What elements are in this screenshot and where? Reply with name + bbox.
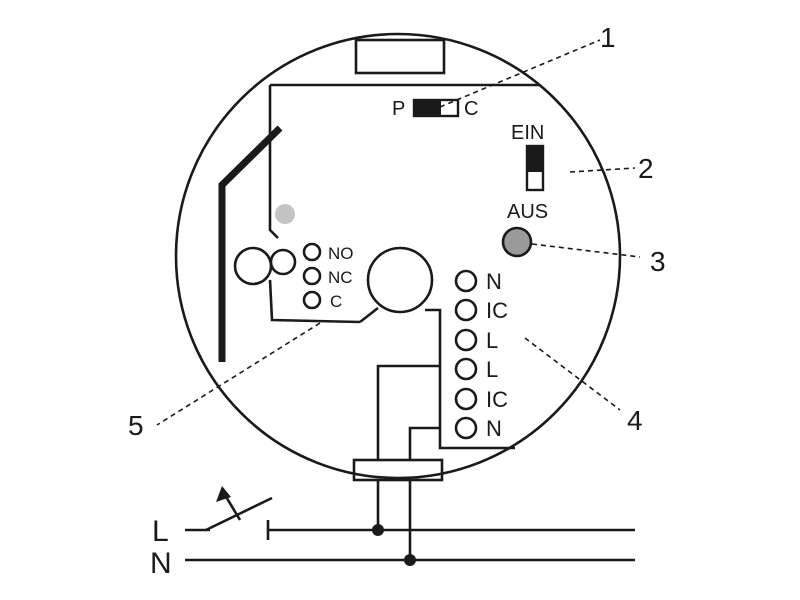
- relay-lead: [359, 306, 379, 324]
- housing-tab: [354, 38, 446, 75]
- coil-circle-right: [269, 248, 297, 276]
- status-led: [501, 226, 533, 258]
- wire-line-to-terminal: [376, 364, 440, 460]
- callout-3-leader: [531, 243, 641, 258]
- callout-2-leader: [569, 167, 636, 173]
- cable-entry: [352, 458, 444, 482]
- terminal-4-label: L: [486, 357, 498, 382]
- ein-label: EIN: [511, 122, 544, 144]
- terminal-1-label: N: [486, 269, 502, 294]
- wire-neutral-to-terminal: [408, 426, 440, 460]
- callout-1-leader: [439, 39, 601, 108]
- terminal-3-label: L: [486, 328, 498, 353]
- terminal-nc-label: NC: [328, 268, 353, 287]
- terminal-1-screw: [454, 269, 478, 293]
- terminal-nc-screw: [302, 266, 322, 286]
- terminal-5-label: IC: [486, 387, 508, 412]
- mains-switch-arrow-head: [216, 486, 231, 502]
- pc-switch-left-label: P: [392, 98, 405, 120]
- mains-n-label: N: [150, 547, 172, 580]
- coil-circle-left: [233, 246, 273, 286]
- terminal-no-label: NO: [328, 244, 354, 263]
- status-dot: [275, 204, 295, 224]
- mains-l-label: L: [152, 515, 169, 548]
- callout-5: 5: [128, 410, 144, 441]
- junction-n-dot: [404, 554, 416, 566]
- terminal-6-screw: [454, 416, 478, 440]
- terminal-6-label: N: [486, 416, 502, 441]
- pc-switch-right-label: C: [464, 98, 478, 120]
- device-housing-circle: [174, 32, 622, 480]
- terminal-c-label: C: [330, 292, 342, 311]
- callout-3: 3: [650, 246, 666, 277]
- terminal-no-screw: [302, 242, 322, 262]
- terminal-4-screw: [454, 357, 478, 381]
- terminal-block-outline: [425, 308, 515, 450]
- callout-1: 1: [600, 22, 616, 53]
- callout-4-leader: [524, 337, 621, 411]
- mains-switch-blade: [205, 496, 273, 532]
- terminal-2-screw: [454, 298, 478, 322]
- pc-switch-slider: [414, 100, 441, 116]
- relay-circle: [366, 246, 434, 314]
- ein-aus-switch-slider: [527, 146, 543, 172]
- aus-label: AUS: [507, 201, 548, 223]
- antenna-wire: [218, 125, 283, 362]
- callout-2: 2: [638, 153, 654, 184]
- pcb-left-edge-lower: [268, 279, 361, 324]
- junction-l-dot: [372, 524, 384, 536]
- terminal-2-label: IC: [486, 298, 508, 323]
- terminal-3-screw: [454, 328, 478, 352]
- terminal-5-screw: [454, 387, 478, 411]
- terminal-c-screw: [302, 290, 322, 310]
- callout-4: 4: [627, 405, 643, 436]
